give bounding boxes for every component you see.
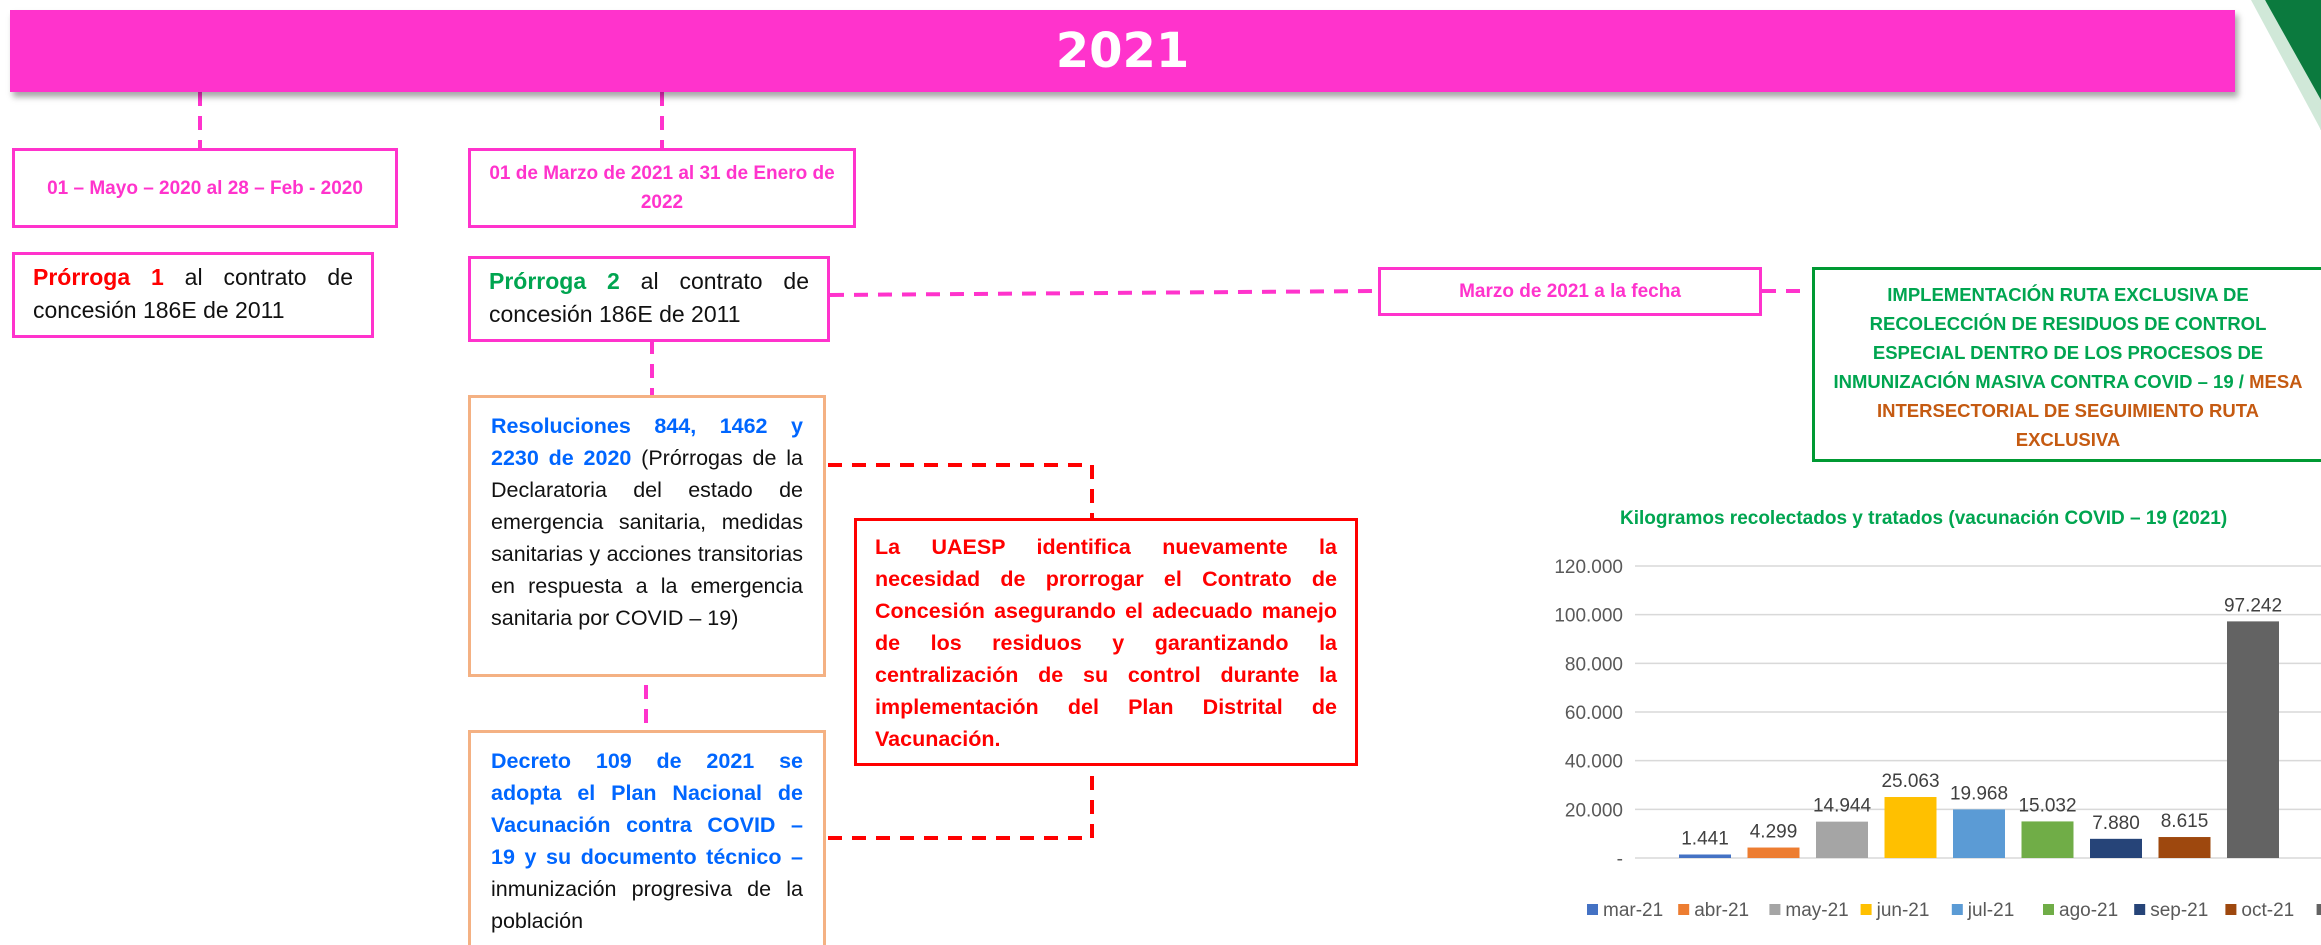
prorroga-2-prefix: Prórroga (489, 268, 587, 294)
date-label-3: Marzo de 2021 a la fecha (1459, 281, 1681, 302)
prorroga-1-prefix: Prórroga (33, 264, 131, 290)
bar-jul-21 (1953, 809, 2005, 858)
data-label: 25.063 (1881, 771, 1939, 792)
bar-mar-21 (1679, 854, 1731, 858)
data-label: 14.944 (1813, 796, 1872, 817)
bar-may-21 (1816, 821, 1868, 858)
y-tick-label: 40.000 (1565, 752, 1623, 773)
bar-oct-21 (2158, 837, 2211, 858)
prorroga-1-text: al contrato de concesión 186E de 2011 (33, 264, 354, 323)
legend-swatch (1678, 904, 1690, 915)
data-label: 19.968 (1950, 783, 2008, 804)
prorroga-1-box: Prórroga 1 al contrato de concesión 186E… (12, 252, 374, 338)
bar-sep-21 (2090, 838, 2142, 858)
implementacion-box: IMPLEMENTACIÓN RUTA EXCLUSIVA DE RECOLEC… (1812, 267, 2321, 462)
legend-label: abr-21 (1694, 900, 1749, 921)
chart-title: Kilogramos recolectados y tratados (vacu… (1620, 508, 2228, 529)
legend-label: mar-21 (1603, 900, 1663, 921)
bar-jun-21 (1884, 797, 1937, 858)
legend-label: jun-21 (1876, 900, 1930, 921)
data-label: 15.032 (2018, 795, 2076, 816)
legend-swatch (2316, 904, 2321, 915)
resoluciones-box: Resoluciones 844, 1462 y 2230 de 2020 (P… (468, 395, 826, 677)
bar-Tot (2227, 621, 2279, 858)
decreto-highlight: Decreto 109 de 2021 se adopta el Plan Na… (491, 749, 803, 869)
y-tick-label: 120.000 (1554, 557, 1623, 578)
bar-chart: - 20.000 40.000 60.000 80.000 100.000 120.000 1… (1554, 557, 2321, 921)
prorroga-2-text: al contrato de concesión 186E de 2011 (489, 268, 810, 327)
y-tick-label: 100.000 (1554, 606, 1623, 627)
uaesp-text: La UAESP identifica nuevamente la necesi… (875, 535, 1337, 751)
date-label-2: 01 de Marzo de 2021 al 31 de Enero de 20… (489, 163, 835, 213)
resoluciones-text: (Prórrogas de la Declaratoria del estado… (491, 446, 803, 630)
date-box-implementacion: Marzo de 2021 a la fecha (1378, 267, 1762, 316)
legend-label: sep-21 (2150, 900, 2208, 921)
y-tick-label: 80.000 (1565, 654, 1623, 675)
uaesp-callout: La UAESP identifica nuevamente la necesi… (854, 518, 1358, 766)
year-label: 2021 (1055, 23, 1190, 79)
legend-swatch (1860, 904, 1872, 915)
legend-swatch (2134, 904, 2146, 915)
implementacion-brown-text: MESA INTERSECTORIAL DE SEGUIMIENTO RUTA … (1876, 371, 2303, 450)
data-label: 8.615 (2161, 811, 2209, 832)
bar-abr-21 (1747, 847, 1800, 858)
date-box-prorroga-2: 01 de Marzo de 2021 al 31 de Enero de 20… (468, 148, 856, 228)
data-label: 97.242 (2224, 595, 2282, 616)
prorroga-2-box: Prórroga 2 al contrato de concesión 186E… (468, 256, 830, 342)
legend-swatch (2225, 904, 2237, 915)
legend-label: may-21 (1785, 900, 1848, 921)
legend-label: oct-21 (2241, 900, 2294, 921)
y-tick-label: 20.000 (1565, 800, 1623, 821)
legend-label: jul-21 (1967, 900, 2014, 921)
legend-label: ago-21 (2059, 900, 2118, 921)
prorroga-2-number: 2 (607, 268, 620, 294)
bar-ago-21 (2021, 821, 2074, 858)
data-label: 4.299 (1750, 822, 1798, 843)
implementacion-green-text: IMPLEMENTACIÓN RUTA EXCLUSIVA DE RECOLEC… (1833, 284, 2267, 392)
legend-swatch (1769, 904, 1781, 915)
year-banner: 2021 (10, 10, 2235, 92)
date-box-prorroga-1: 01 – Mayo – 2020 al 28 – Feb - 2020 (12, 148, 398, 228)
legend-swatch (1587, 904, 1598, 915)
data-label: 7.880 (2092, 813, 2140, 834)
date-label-1: 01 – Mayo – 2020 al 28 – Feb - 2020 (47, 177, 363, 199)
prorroga-1-number: 1 (151, 264, 164, 290)
y-tick-label: 60.000 (1565, 703, 1623, 724)
decreto-text: inmunización progresiva de la población (491, 877, 803, 933)
legend-swatch (2043, 904, 2054, 915)
legend-swatch (1951, 904, 1963, 915)
data-label: 1.441 (1681, 828, 1729, 849)
y-tick-label: - (1617, 849, 1623, 870)
resoluciones-highlight: Resoluciones 844, 1462 y 2230 de 2020 (491, 414, 803, 470)
decreto-box: Decreto 109 de 2021 se adopta el Plan Na… (468, 730, 826, 945)
corner-decoration (2251, 0, 2321, 130)
